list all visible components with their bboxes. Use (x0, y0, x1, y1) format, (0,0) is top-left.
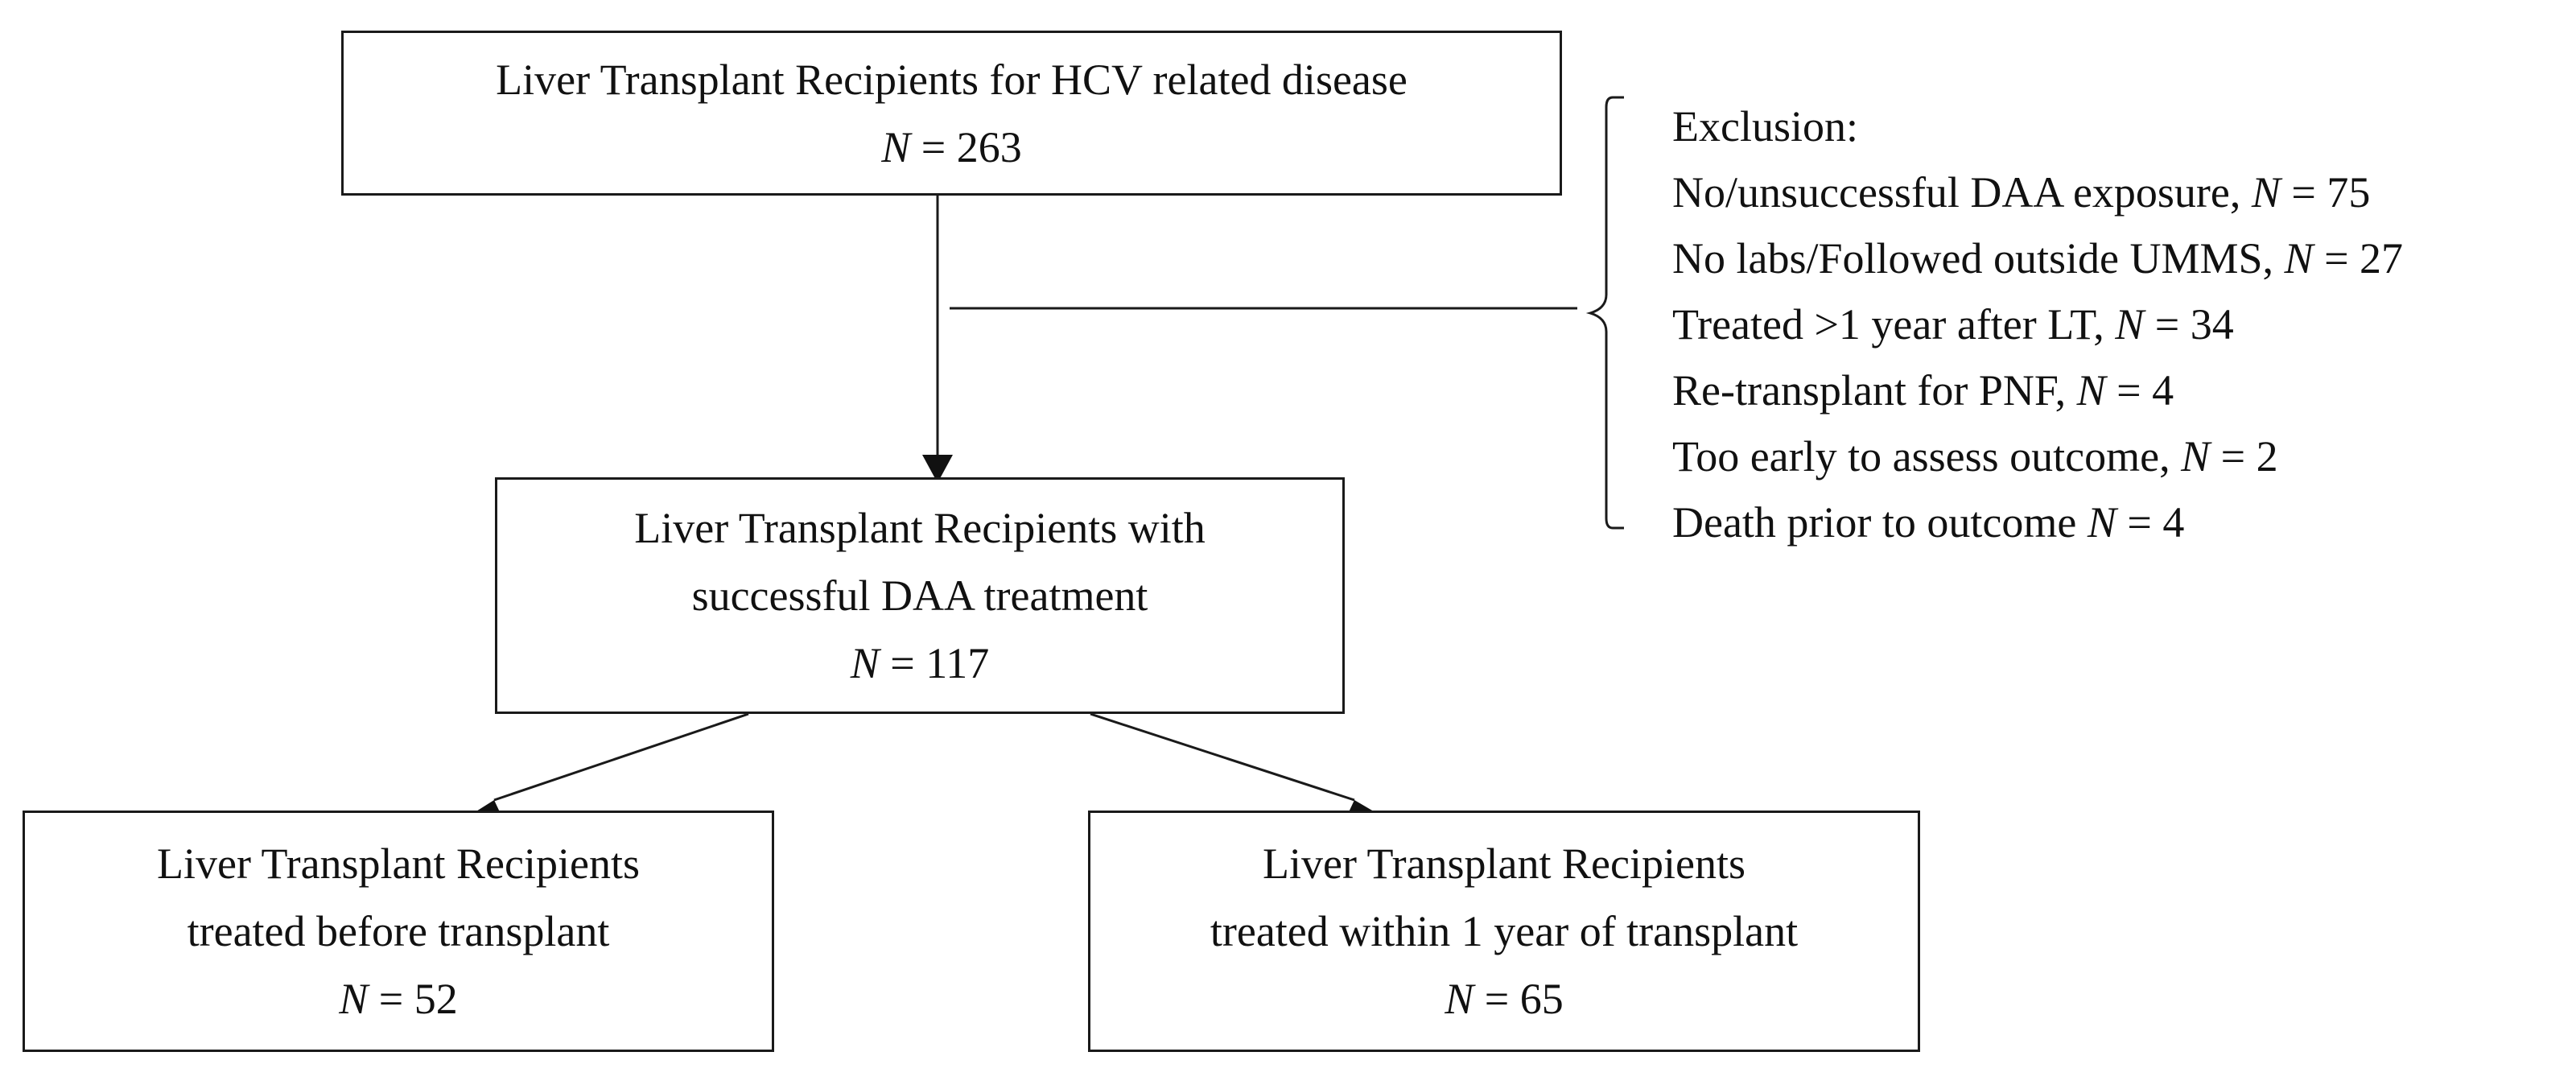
n-value: = 4 (2116, 498, 2185, 547)
n-value: = 52 (368, 975, 458, 1023)
n-symbol: N (1445, 975, 1474, 1023)
box-treated-before-line2: treated before transplant (187, 907, 610, 955)
exclusion-item: Re-transplant for PNF, N = 4 (1672, 357, 2403, 423)
exclusion-list: Exclusion: No/unsuccessful DAA exposure,… (1672, 93, 2403, 555)
n-value: = 27 (2313, 234, 2404, 283)
n-symbol: N (2251, 168, 2281, 217)
box-treated-within-year-count: N = 65 (1445, 965, 1564, 1033)
exclusion-item-text: Re-transplant for PNF, (1672, 366, 2077, 415)
n-value: = 4 (2105, 366, 2174, 415)
n-symbol: N (2284, 234, 2314, 283)
exclusion-item-text: Too early to assess outcome, (1672, 432, 2182, 481)
box-successful-daa-line1: Liver Transplant Recipients with (634, 504, 1206, 552)
n-value: = 263 (910, 122, 1022, 171)
arrowhead-left (472, 800, 501, 814)
box-treated-within-year-line1: Liver Transplant Recipients (1263, 839, 1745, 888)
exclusion-item: No/unsuccessful DAA exposure, N = 75 (1672, 159, 2403, 225)
box-treated-before: Liver Transplant Recipients treated befo… (23, 811, 774, 1052)
n-value: = 65 (1473, 975, 1564, 1023)
box-treated-before-line1: Liver Transplant Recipients (157, 839, 640, 888)
arrowhead-right (1348, 800, 1378, 814)
box-successful-daa: Liver Transplant Recipients with success… (495, 477, 1345, 714)
n-symbol: N (850, 639, 880, 687)
exclusion-item-text: No/unsuccessful DAA exposure, (1672, 168, 2252, 217)
box-all-recipients: Liver Transplant Recipients for HCV rela… (341, 31, 1562, 196)
n-value: = 34 (2144, 300, 2234, 349)
box-all-recipients-title: Liver Transplant Recipients for HCV rela… (496, 55, 1408, 104)
box-successful-daa-line2: successful DAA treatment (691, 571, 1148, 620)
box-all-recipients-count: N = 263 (881, 113, 1022, 181)
n-symbol: N (2181, 432, 2211, 481)
n-symbol: N (2076, 366, 2106, 415)
n-value: = 2 (2210, 432, 2278, 481)
exclusion-item: Treated >1 year after LT, N = 34 (1672, 291, 2403, 357)
n-symbol: N (339, 975, 369, 1023)
exclusion-item: Death prior to outcome N = 4 (1672, 489, 2403, 555)
box-treated-within-year: Liver Transplant Recipients treated with… (1088, 811, 1920, 1052)
connector-mid-to-left (493, 712, 749, 802)
exclusion-item: Too early to assess outcome, N = 2 (1672, 423, 2403, 489)
box-treated-within-year-line2: treated within 1 year of transplant (1210, 907, 1799, 955)
n-value: = 75 (2280, 168, 2371, 217)
exclusion-item: No labs/Followed outside UMMS, N = 27 (1672, 225, 2403, 291)
box-treated-before-count: N = 52 (339, 965, 458, 1033)
n-symbol: N (2115, 300, 2145, 349)
exclusion-item-text: No labs/Followed outside UMMS, (1672, 234, 2285, 283)
exclusion-item-text: Death prior to outcome (1672, 498, 2088, 547)
connector-mid-to-right (1090, 712, 1355, 802)
arrowhead-mid (922, 455, 953, 483)
n-symbol: N (881, 122, 911, 171)
n-symbol: N (2087, 498, 2116, 547)
n-value: = 117 (879, 639, 990, 687)
exclusion-bracket (1585, 96, 1624, 530)
exclusion-heading: Exclusion: (1672, 102, 1858, 151)
box-successful-daa-count: N = 117 (851, 629, 989, 697)
exclusion-item-text: Treated >1 year after LT, (1672, 300, 2116, 349)
